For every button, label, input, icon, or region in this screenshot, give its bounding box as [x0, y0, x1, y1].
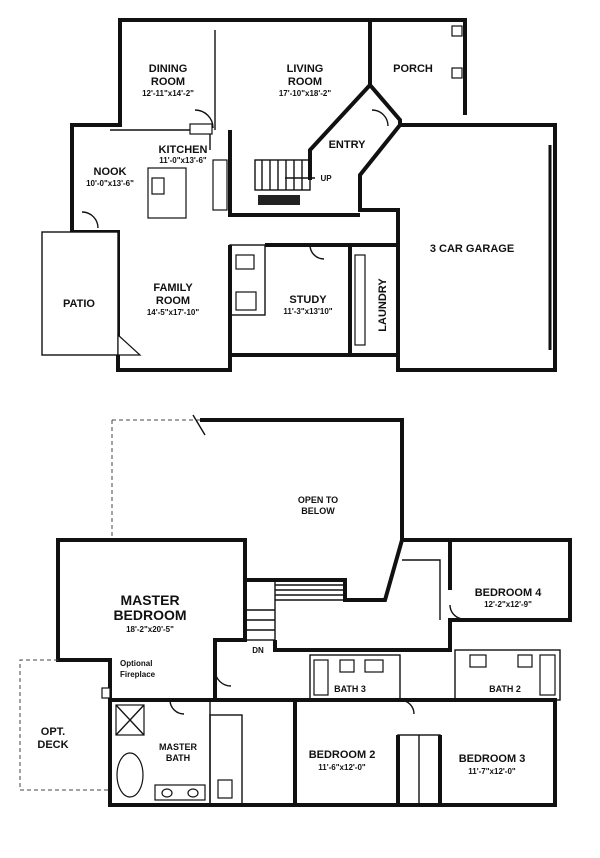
master-door: [214, 669, 232, 687]
shower: [235, 291, 257, 311]
bedroom4-label: BEDROOM 4: [475, 587, 543, 599]
patio-label: PATIO: [63, 298, 95, 310]
entry-label: ENTRY: [329, 139, 367, 151]
family-label-1: FAMILY: [153, 282, 193, 294]
open-to-below-label-1: OPEN TO: [298, 495, 338, 505]
living-label-2: ROOM: [288, 76, 322, 88]
bath3-door: [399, 699, 415, 715]
bedroom3-label: BEDROOM 3: [459, 753, 526, 765]
family-dims: 14'-5"x17'-10": [147, 308, 200, 317]
garage-entry-wall: [358, 123, 402, 212]
garage-label: 3 CAR GARAGE: [430, 243, 514, 255]
bath3-label: BATH 3: [334, 684, 366, 694]
powder-toilet: [235, 254, 255, 270]
patio-door: [81, 211, 99, 229]
study-door: [309, 244, 325, 260]
bath-2-tub: [539, 654, 556, 696]
bath-2-toilet: [517, 654, 533, 668]
kitchen-dims: 11'-0"x13'-6": [159, 156, 207, 165]
fireplace-note-2: Fireplace: [120, 670, 156, 679]
bedroom4-door: [449, 604, 465, 620]
nook-dims: 10'-0"x13'-6": [86, 179, 134, 188]
deck-label-1: OPT.: [41, 726, 65, 738]
master-bedroom-label-1: MASTER: [120, 592, 179, 608]
laundry-counter: [354, 254, 366, 346]
kitchen-door: [194, 109, 214, 129]
powder-bath: [229, 244, 266, 316]
master-bath-door: [169, 699, 185, 715]
dining-label-2: ROOM: [151, 76, 185, 88]
deck-label-2: DECK: [37, 739, 68, 751]
refrigerator: [212, 159, 228, 211]
porch-label: PORCH: [393, 63, 433, 75]
study-label: STUDY: [289, 294, 327, 306]
laundry-label: LAUNDRY: [377, 278, 389, 332]
fireplace-hearth: [258, 195, 300, 205]
first-floor-plan: [41, 18, 557, 372]
stair-down-treads: [245, 584, 345, 631]
bath-2-sink: [469, 654, 487, 668]
range: [189, 123, 213, 135]
bath-3-toilet: [339, 659, 355, 673]
bath-3-sink: [364, 659, 384, 673]
bath2-label: BATH 2: [489, 684, 521, 694]
master-bath-label-2: BATH: [166, 753, 190, 763]
shower-x2: [115, 704, 145, 736]
open-to-below-outline: [111, 419, 200, 540]
porch-column-top: [451, 25, 463, 37]
bath-3-tub: [313, 659, 329, 696]
bedroom3-dims: 11'-7"x12'-0": [468, 767, 516, 776]
entry-door: [371, 109, 389, 127]
living-label-1: LIVING: [287, 63, 324, 75]
master-closet: [209, 714, 243, 806]
bedroom4-closet: [402, 559, 441, 620]
master-bedroom-dims: 18'-2"x20'-5": [126, 625, 174, 634]
open-to-below-label-2: BELOW: [301, 506, 335, 516]
living-angled-wall: [308, 83, 372, 180]
porch-column: [451, 67, 463, 79]
stair-up-label: UP: [320, 174, 332, 183]
dining-label-1: DINING: [149, 63, 188, 75]
kitchen-wall: [228, 130, 360, 217]
nook-label: NOOK: [94, 166, 127, 178]
second-floor-plan: [19, 414, 572, 807]
patio-slab: [41, 231, 119, 356]
bedroom4-dims: 12'-2"x12'-9": [484, 600, 532, 609]
family-fireplace: [117, 333, 142, 356]
dining-dims: 12'-11"x14'-2": [142, 89, 194, 98]
kitchen-sink: [151, 177, 165, 195]
hall-wall: [273, 538, 572, 652]
stair-treads: [261, 160, 303, 190]
vanity-sink-2: [187, 788, 199, 798]
stair-down-label: DN: [252, 646, 264, 655]
porch-wall: [370, 18, 467, 115]
bedroom2-dims: 11'-6"x12'-0": [318, 763, 366, 772]
master-tub: [116, 752, 144, 798]
bedroom2-label: BEDROOM 2: [309, 749, 376, 761]
stair-up: [254, 159, 311, 191]
family-label-2: ROOM: [156, 295, 190, 307]
vanity-sink-1: [161, 788, 173, 798]
living-dims: 17'-10"x18'-2": [279, 89, 332, 98]
master-bedroom-label-2: BEDROOM: [113, 607, 186, 623]
optional-fireplace: [101, 687, 111, 699]
study-dims: 11'-3"x13'10": [283, 307, 332, 316]
fireplace-note-1: Optional: [120, 659, 152, 668]
master-toilet: [217, 779, 233, 799]
master-bath-label-1: MASTER: [159, 742, 198, 752]
opt-deck-outline: [19, 659, 110, 791]
open-to-below-break: [192, 414, 206, 436]
kitchen-label: KITCHEN: [159, 144, 208, 156]
